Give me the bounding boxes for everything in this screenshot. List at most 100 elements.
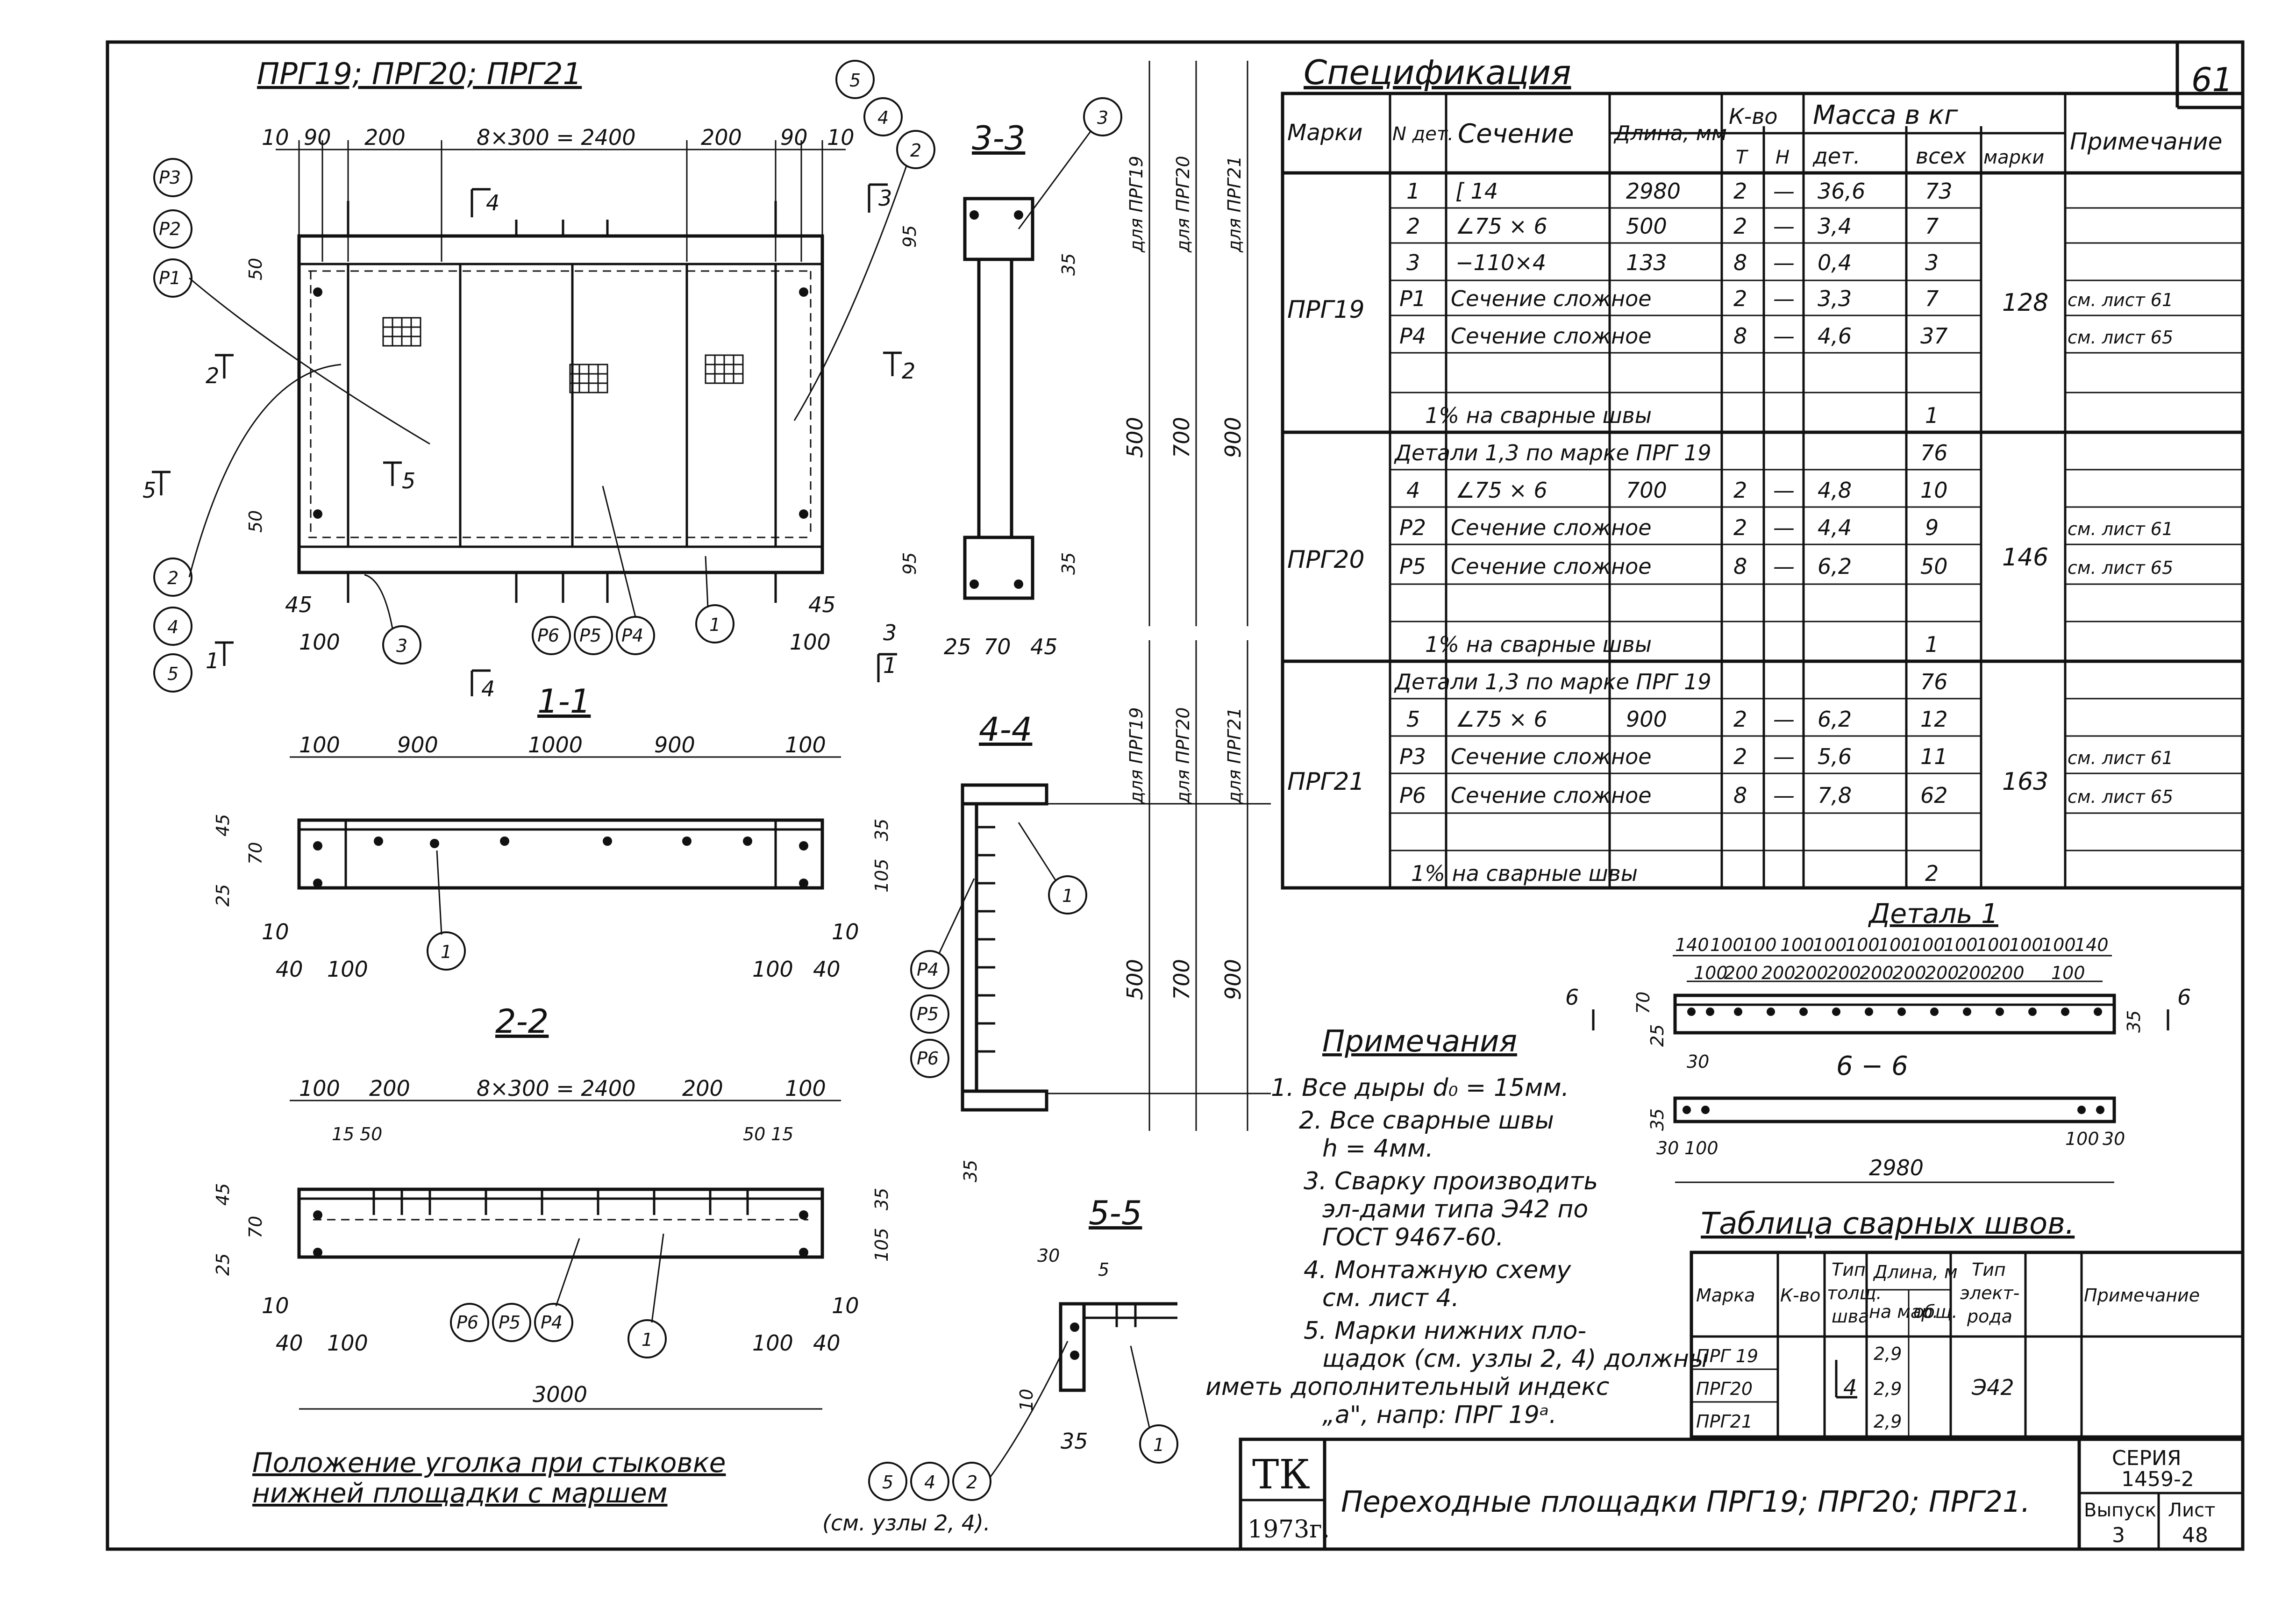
svg-text:200: 200 — [1925, 963, 1959, 983]
spec-g1-row: 1 [ 14 2980 2 — 36,6 73 2 ∠75 × 6 500 2 … — [1399, 179, 1953, 349]
plan-dim-bot-3: 45 — [808, 592, 836, 617]
svg-text:—: — — [1773, 744, 1795, 769]
plan-title: ПРГ19; ПРГ20; ПРГ21 — [257, 57, 582, 92]
weld-header-mark: Марка — [1696, 1285, 1755, 1306]
detail-1-sec66-dim-5: 30 — [2103, 1129, 2125, 1149]
section-1-1-callout: 1 — [441, 942, 452, 962]
section-2-2: 2-2 100 200 8×300 = 2400 200 100 15 50 5… — [213, 1002, 892, 1410]
section-3-3-dim-5: 25 — [944, 634, 971, 659]
title-series: 1459-2 — [2121, 1467, 2194, 1491]
spec-g3-details: Детали 1,3 по марке ПРГ 19 — [1394, 669, 1711, 694]
svg-text:100: 100 — [2051, 963, 2085, 983]
section-1-1-left-2: 70 — [245, 842, 266, 865]
detail-1: Деталь 1 140 100 100 100 100 100 100 100… — [1565, 898, 2191, 1183]
svg-text:6,2: 6,2 — [1818, 554, 1852, 579]
plan-view: ПРГ19; ПРГ20; ПРГ21 10 90 200 8×300 = 24… — [143, 57, 935, 701]
section-1-1-bot-2: 40 — [276, 957, 303, 982]
svg-text:12: 12 — [1920, 707, 1948, 732]
spec-g2-note-1: см. лист 61 — [2068, 519, 2173, 539]
svg-text:100: 100 — [1780, 935, 1814, 955]
plan-dim-bot-2: 100 — [299, 629, 340, 655]
spec-title: Спецификация — [1304, 53, 1571, 92]
plan-dim-top-6: 90 — [780, 125, 808, 150]
note-line-6: ГОСТ 9467-60. — [1322, 1223, 1504, 1251]
section-mark-5-left: 5 — [143, 478, 156, 503]
section-5-5: 5-5 30 5 10 35 1 — [1016, 1194, 1178, 1464]
callout-2-top: 2 — [910, 140, 921, 161]
section-2-2-sub-2: 50 — [360, 1124, 382, 1144]
section-mark-2-right: 2 — [902, 358, 915, 384]
weld-row-3-len: 2,9 — [1874, 1411, 1902, 1432]
spec-g1-welds-mass: 1 — [1925, 403, 1939, 428]
spec-g2-welds-mass: 1 — [1925, 632, 1939, 657]
detail-1-sec66-dim-1: 35 — [1647, 1108, 1668, 1131]
spec-g3-details-mass: 76 — [1920, 669, 1948, 694]
svg-text:73: 73 — [1925, 179, 1953, 204]
detail-1-section-mark-left: 6 — [1565, 985, 1579, 1010]
section-2-2-top-1: 100 — [299, 1076, 340, 1101]
callout-p2: P2 — [159, 219, 181, 239]
weld-thickness: 4 — [1843, 1375, 1857, 1400]
svg-text:4,8: 4,8 — [1818, 478, 1852, 503]
svg-text:8: 8 — [1733, 323, 1747, 349]
svg-text:36,6: 36,6 — [1818, 179, 1865, 204]
svg-text:2: 2 — [1733, 515, 1747, 540]
weld-row-1-len: 2,9 — [1874, 1344, 1902, 1364]
section-2-2-left-2: 70 — [245, 1216, 266, 1238]
section-3-3-height-1: 500 — [1122, 417, 1148, 458]
svg-text:4: 4 — [1406, 478, 1420, 503]
section-3-3-dim-6: 70 — [984, 634, 1011, 659]
callout-4-top: 4 — [877, 107, 889, 128]
svg-text:200: 200 — [1724, 963, 1758, 983]
section-2-2-callout-p5: P5 — [499, 1312, 521, 1333]
svg-text:—: — — [1773, 554, 1795, 579]
section-4-4-title: 4-4 — [979, 710, 1032, 749]
weld-header-type3: шва — [1832, 1306, 1869, 1327]
title-year: 1973г. — [1248, 1515, 1330, 1544]
section-2-2-right-1: 35 — [871, 1188, 892, 1210]
svg-text:100: 100 — [1911, 935, 1945, 955]
svg-text:Сечение сложное: Сечение сложное — [1451, 286, 1652, 311]
weld-header-note: Примечание — [2084, 1285, 2200, 1306]
detail-1-left-3: 30 — [1687, 1051, 1709, 1072]
spec-g2-row: 4 ∠75 × 6 700 2 — 4,8 10 P2 Сечение слож… — [1399, 478, 1948, 579]
svg-text:2: 2 — [1733, 707, 1747, 732]
svg-text:—: — — [1773, 179, 1795, 204]
section-mark-1-left: 1 — [206, 648, 219, 673]
svg-text:[ 14: [ 14 — [1455, 179, 1498, 204]
weld-header-len-mark: на мар. — [1869, 1301, 1938, 1322]
section-5-5-title: 5-5 — [1089, 1194, 1142, 1232]
spec-g2-details: Детали 1,3 по марке ПРГ 19 — [1394, 440, 1711, 465]
spec-g3-mark: ПРГ21 — [1287, 768, 1365, 796]
detail-1-sec66-dim-2: 30 — [1656, 1138, 1679, 1158]
weld-electrode: Э42 — [1971, 1375, 2014, 1400]
svg-text:7: 7 — [1925, 214, 1939, 239]
section-2-2-bot-2: 40 — [276, 1330, 303, 1356]
svg-text:Сечение сложное: Сечение сложное — [1451, 744, 1652, 769]
weld-header-len-total: общ. — [1913, 1301, 1958, 1322]
svg-text:8: 8 — [1733, 783, 1747, 808]
angle-note-callout-2: 2 — [966, 1472, 977, 1493]
section-2-2-bot-3: 100 — [327, 1330, 368, 1356]
svg-text:P1: P1 — [1399, 286, 1426, 311]
section-mark-2-left: 2 — [206, 363, 219, 388]
section-3-3-label-3: для ПРГ21 — [1224, 156, 1245, 253]
section-1-1-right-2: 105 — [871, 858, 892, 893]
spec-g2-note-2: см. лист 65 — [2068, 557, 2173, 578]
spec-header-mass-all: всех — [1916, 143, 1967, 169]
svg-text:100: 100 — [2042, 935, 2076, 955]
notes: Примечания 1. Все дыры d₀ = 15мм. 2. Все… — [1205, 1024, 1708, 1429]
callout-5-left: 5 — [167, 664, 178, 684]
svg-text:—: — — [1773, 478, 1795, 503]
detail-1-right: 35 — [2124, 1010, 2144, 1033]
angle-note-callout-5: 5 — [882, 1472, 893, 1493]
weld-table: Таблица сварных швов. Марка К-во Тип тол… — [1690, 1207, 2245, 1439]
section-3-3-label-2: для ПРГ20 — [1173, 156, 1193, 253]
section-3-3-height-3: 900 — [1220, 417, 1246, 458]
svg-text:200: 200 — [1794, 963, 1828, 983]
svg-text:∠75 × 6: ∠75 × 6 — [1455, 214, 1547, 239]
spec-g2-mark: ПРГ20 — [1287, 546, 1365, 574]
svg-text:2: 2 — [1406, 214, 1420, 239]
callout-1-plan: 1 — [709, 615, 720, 635]
section-2-2-sub-1: 15 — [332, 1124, 354, 1144]
